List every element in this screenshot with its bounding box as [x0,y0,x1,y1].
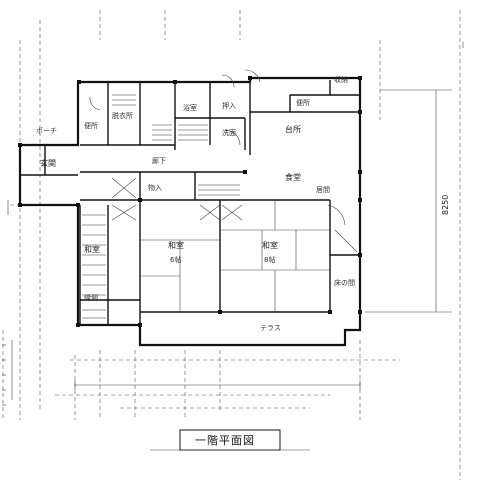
room-label-japanese2-size: 8帖 [264,255,275,264]
plan-title-text: 一階平面図 [195,433,255,447]
room-label-dining: 食堂 [285,172,301,182]
room-label-toilet: 便所 [84,121,98,130]
door-swings [89,69,346,226]
room-label-engawa: 縁側 [84,293,98,302]
room-label-tokonoma: 床の間 [334,278,355,287]
room-label-storage: 物入 [148,183,162,192]
left-margin-marks [2,200,13,420]
room-label-veranda: テラス [260,324,281,332]
room-label-porch: ポーチ [36,127,57,135]
room-label-japanese1-size: 6帖 [170,255,181,264]
columns [18,76,362,327]
room-label-washroom: 洗面 [222,128,236,137]
height-dimension: 8250 [365,89,452,313]
room-label-japanese1: 和室 [168,240,184,250]
room-label-bath: 浴室 [183,103,197,112]
height-dimension-label: 8250 [441,195,450,215]
room-label-tatami: 和室 [84,244,100,254]
room-label-entrance: 玄関 [40,158,56,168]
hatched-areas [82,94,240,319]
room-label-hall: 廊下 [152,156,166,165]
room-label-japanese2: 和室 [262,240,278,250]
room-label-toilet2: 便所 [296,98,310,107]
room-label-changing: 脱衣所 [112,111,133,120]
room-labels: 脱衣所 浴室 便所 押入 洗面 便所 収納 台所 食堂 居間 ポーチ 玄関 廊下… [36,75,355,332]
room-label-storage2: 押入 [222,101,236,110]
storage-x-marks [111,177,358,253]
tatami-pattern [140,200,330,312]
width-dimension [74,380,361,390]
room-label-living: 居間 [316,186,330,194]
left-margin-ticks [2,344,6,406]
plan-title: 一階平面図 [150,429,310,451]
room-label-closet: 収納 [334,75,348,84]
interior-walls [20,82,360,325]
building-outline [18,76,362,347]
room-label-kitchen: 台所 [285,124,301,134]
